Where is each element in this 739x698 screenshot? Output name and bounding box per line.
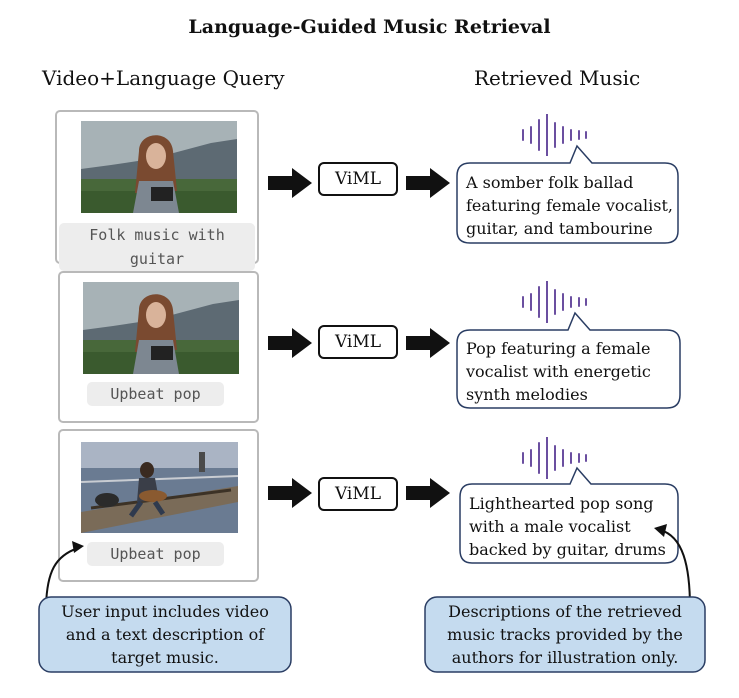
description-line: with a male vocalist — [469, 517, 631, 536]
description-line: synth melodies — [466, 385, 588, 404]
arrow-right-icon — [268, 478, 312, 508]
query-caption-1: Folk music with guitar — [59, 223, 255, 271]
arrow-right-icon — [268, 168, 312, 198]
music-description-2: Pop featuring a female vocalist with ene… — [466, 337, 651, 406]
note-line: Descriptions of the retrieved — [448, 602, 682, 621]
description-line: Pop featuring a female — [466, 339, 651, 358]
right-column-header: Retrieved Music — [474, 66, 641, 90]
video-frame-1 — [81, 121, 237, 213]
video-frame-2 — [83, 282, 239, 374]
query-caption-2: Upbeat pop — [87, 382, 224, 406]
figure-title: Language-Guided Music Retrieval — [188, 16, 551, 38]
sound-wave-icon — [522, 114, 587, 156]
note-line: music tracks provided by the — [447, 625, 683, 644]
left-column-header: Video+Language Query — [42, 66, 285, 90]
sound-wave-icon — [522, 281, 587, 323]
music-description-1: A somber folk ballad featuring female vo… — [466, 171, 673, 240]
query-caption-3: Upbeat pop — [87, 542, 224, 566]
description-line: vocalist with energetic — [466, 362, 651, 381]
note-line: User input includes video — [61, 602, 269, 621]
note-right-text: Descriptions of the retrieved music trac… — [425, 600, 705, 669]
description-line: A somber folk ballad — [466, 173, 634, 192]
music-description-3: Lighthearted pop song with a male vocali… — [469, 492, 666, 561]
note-line: target music. — [111, 648, 219, 667]
note-left-text: User input includes video and a text des… — [39, 600, 291, 669]
description-line: guitar, and tambourine — [466, 219, 653, 238]
video-frame-3 — [81, 442, 238, 533]
viml-model-box-1: ViML — [318, 162, 398, 196]
arrow-right-icon — [406, 478, 450, 508]
viml-model-box-2: ViML — [318, 325, 398, 359]
note-line: and a text description of — [65, 625, 265, 644]
arrow-right-icon — [406, 168, 450, 198]
description-line: featuring female vocalist, — [466, 196, 673, 215]
description-line: backed by guitar, drums — [469, 540, 666, 559]
description-line: Lighthearted pop song — [469, 494, 654, 513]
arrow-right-icon — [268, 328, 312, 358]
note-line: authors for illustration only. — [451, 648, 679, 667]
arrow-right-icon — [406, 328, 450, 358]
viml-model-box-3: ViML — [318, 477, 398, 511]
sound-wave-icon — [522, 437, 587, 479]
